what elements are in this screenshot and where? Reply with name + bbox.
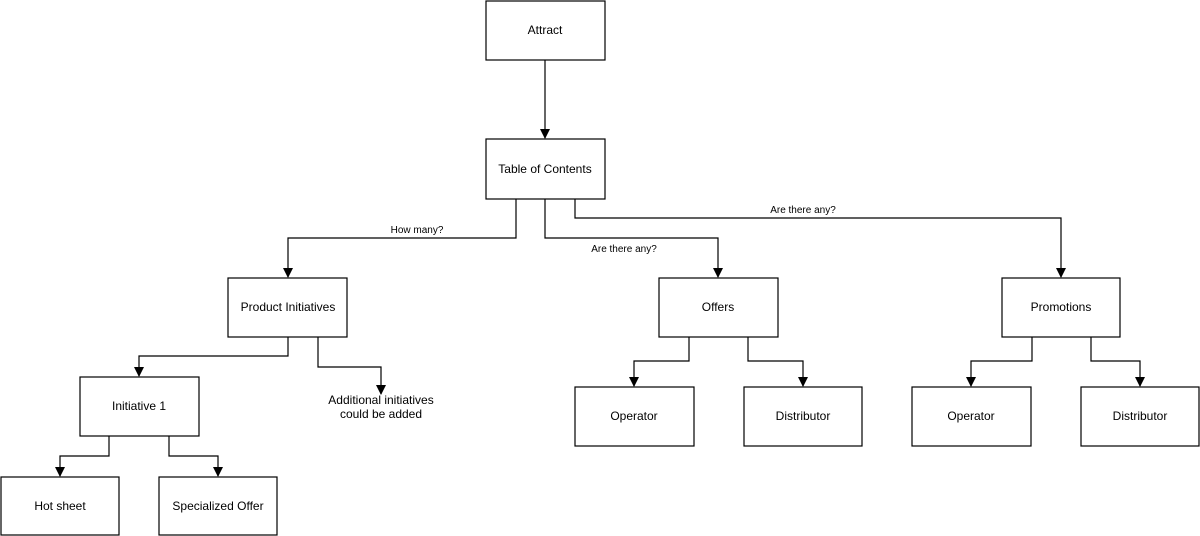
node-hot-sheet: Hot sheet [0, 476, 120, 536]
connector-promotions-to-operator [966, 337, 1033, 387]
node-attract: Attract [485, 0, 606, 61]
node-additional-initiatives-line-1: Additional initiatives [328, 393, 433, 407]
node-promotions: Promotions [1001, 277, 1121, 338]
connector-toc-to-offers [544, 199, 723, 278]
connector-offers-to-operator [629, 337, 690, 387]
node-specialized-offer: Specialized Offer [158, 476, 278, 536]
node-promotions-label: Promotions [1031, 300, 1092, 314]
node-product-initiatives-label: Product Initiatives [241, 300, 336, 314]
connector-offers-to-distributor [747, 337, 808, 387]
node-table-of-contents: Table of Contents [485, 138, 606, 200]
connector-product-initiatives-to-initiative-1 [134, 337, 289, 377]
node-promotions-distributor: Distributor [1080, 386, 1200, 447]
node-attract-label: Attract [528, 23, 563, 37]
node-product-initiatives: Product Initiatives [227, 277, 348, 338]
connector-toc-to-product-initiatives [283, 199, 517, 278]
connector-initiative-1-to-hot-sheet [55, 436, 110, 477]
connector-product-initiatives-to-additional [317, 337, 386, 395]
node-specialized-offer-label: Specialized Offer [172, 499, 263, 513]
node-hot-sheet-label: Hot sheet [34, 499, 86, 513]
connector-toc-to-promotions [574, 199, 1066, 278]
edge-label-how-many: How many? [391, 225, 444, 236]
connector-promotions-to-distributor [1090, 337, 1145, 387]
node-offers-operator: Operator [574, 386, 695, 447]
node-offers-label: Offers [702, 300, 734, 314]
node-additional-initiatives: Additional initiatives could be added [328, 393, 433, 421]
node-offers-distributor: Distributor [743, 386, 863, 447]
node-promotions-operator: Operator [911, 386, 1032, 447]
node-offers: Offers [658, 277, 779, 338]
edge-label-offers-any: Are there any? [591, 244, 657, 255]
node-offers-distributor-label: Distributor [776, 409, 831, 423]
edge-label-promotions-any: Are there any? [770, 205, 836, 216]
connector-initiative-1-to-specialized-offer [168, 436, 223, 477]
node-initiative-1: Initiative 1 [79, 376, 200, 437]
node-promotions-distributor-label: Distributor [1113, 409, 1168, 423]
node-initiative-1-label: Initiative 1 [112, 399, 166, 413]
node-additional-initiatives-line-2: could be added [340, 407, 422, 421]
node-table-of-contents-label: Table of Contents [498, 162, 591, 176]
node-offers-operator-label: Operator [610, 409, 657, 423]
node-promotions-operator-label: Operator [947, 409, 994, 423]
